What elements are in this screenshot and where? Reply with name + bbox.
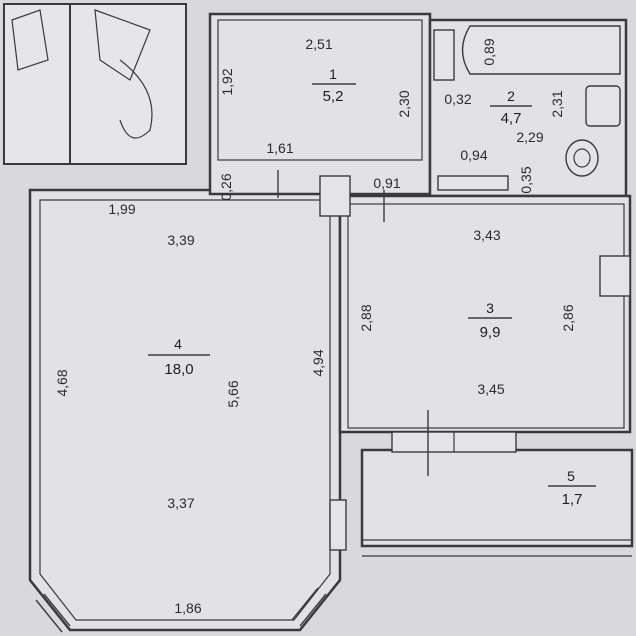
room-1-label: 1 5,2 [312, 66, 356, 105]
dim-r2-top: 0,89 [481, 38, 497, 65]
room-2-area: 4,7 [501, 110, 522, 127]
dim-r4-right: 4,94 [310, 349, 326, 376]
dim-r3-right: 2,86 [560, 304, 576, 331]
dim-r1-right: 2,30 [396, 90, 412, 117]
room-4-label: 4 18,0 [148, 336, 210, 378]
dim-r2-bottom: 0,94 [460, 147, 487, 163]
dim-corr-026: 0,26 [218, 173, 234, 200]
bathtub-icon [461, 25, 621, 75]
dim-r2-right: 2,31 [549, 90, 565, 117]
dim-r1-top: 2,51 [305, 36, 332, 52]
dim-r4-corner: 1,99 [108, 201, 135, 217]
dim-r4-left: 4,68 [54, 369, 70, 396]
room-5-area: 1,7 [562, 491, 583, 508]
dim-r3-top: 3,43 [473, 227, 500, 243]
dim-r2-inner: 2,29 [516, 129, 543, 145]
dim-r4-bottom: 1,86 [174, 600, 201, 616]
sink-icon [585, 85, 621, 127]
dim-r2-left: 0,32 [444, 91, 471, 107]
dim-r4-lower: 3,37 [167, 495, 194, 511]
room-5-number: 5 [567, 468, 575, 484]
room-4-area: 18,0 [164, 361, 193, 378]
room-4-outline [28, 188, 342, 632]
room-3-area: 9,9 [480, 324, 501, 341]
room-3-outline [338, 194, 632, 434]
dim-r1-bottom: 1,61 [266, 140, 293, 156]
dim-r3-left: 2,88 [358, 304, 374, 331]
room-4-number: 4 [174, 336, 182, 352]
bay-window-left [35, 593, 71, 633]
room-2-label: 2 4,7 [490, 88, 532, 127]
dim-r4-center: 5,66 [225, 380, 241, 407]
room-5-label: 5 1,7 [548, 468, 596, 508]
room-2-number: 2 [507, 88, 515, 104]
bay-window-right [291, 587, 327, 627]
room-1-area: 5,2 [323, 88, 344, 105]
room-3-number: 3 [486, 300, 494, 316]
room-1-number: 1 [329, 66, 337, 82]
dim-r3-bottom: 3,45 [477, 381, 504, 397]
room-3-label: 3 9,9 [468, 300, 512, 341]
dim-r4-top: 3,39 [167, 232, 194, 248]
dim-corr-091: 0,91 [373, 175, 400, 191]
dim-r2-035: 0,35 [518, 166, 534, 193]
dim-r1-left: 1,92 [219, 68, 235, 95]
room-5-outline [360, 448, 634, 548]
neighbor-bathroom-area [3, 3, 187, 165]
toilet-icon [565, 139, 599, 177]
